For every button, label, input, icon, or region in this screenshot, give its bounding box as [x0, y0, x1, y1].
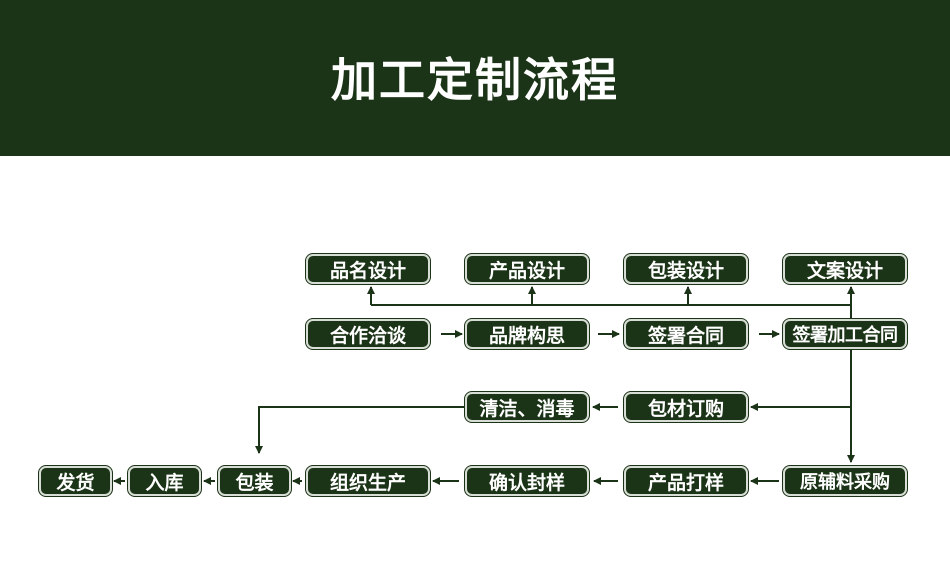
step-sign-processing-contract: 签署加工合同	[783, 319, 907, 349]
step-sign-contract: 签署合同	[624, 319, 748, 349]
header-banner: 加工定制流程	[0, 0, 950, 156]
step-name-design: 品名设计	[306, 254, 430, 284]
step-confirm-seal: 确认封样	[465, 466, 589, 496]
step-sample: 产品打样	[624, 466, 748, 496]
step-packaging-purchase: 包材订购	[624, 392, 748, 422]
page-title: 加工定制流程	[331, 53, 619, 107]
step-packaging-design: 包装设计	[624, 254, 748, 284]
step-negotiation: 合作洽谈	[306, 319, 430, 349]
step-product-design: 产品设计	[465, 254, 589, 284]
connector-clean-to-pack	[255, 406, 466, 454]
step-warehouse: 入库	[128, 466, 201, 496]
step-brand-concept: 品牌构思	[465, 319, 589, 349]
step-copy-design: 文案设计	[783, 254, 907, 284]
step-pack: 包装	[218, 466, 291, 496]
step-raw-material-purchase: 原辅料采购	[783, 466, 907, 496]
step-ship: 发货	[39, 466, 112, 496]
step-clean-disinfect: 清洁、消毒	[465, 392, 589, 422]
step-production: 组织生产	[306, 466, 430, 496]
